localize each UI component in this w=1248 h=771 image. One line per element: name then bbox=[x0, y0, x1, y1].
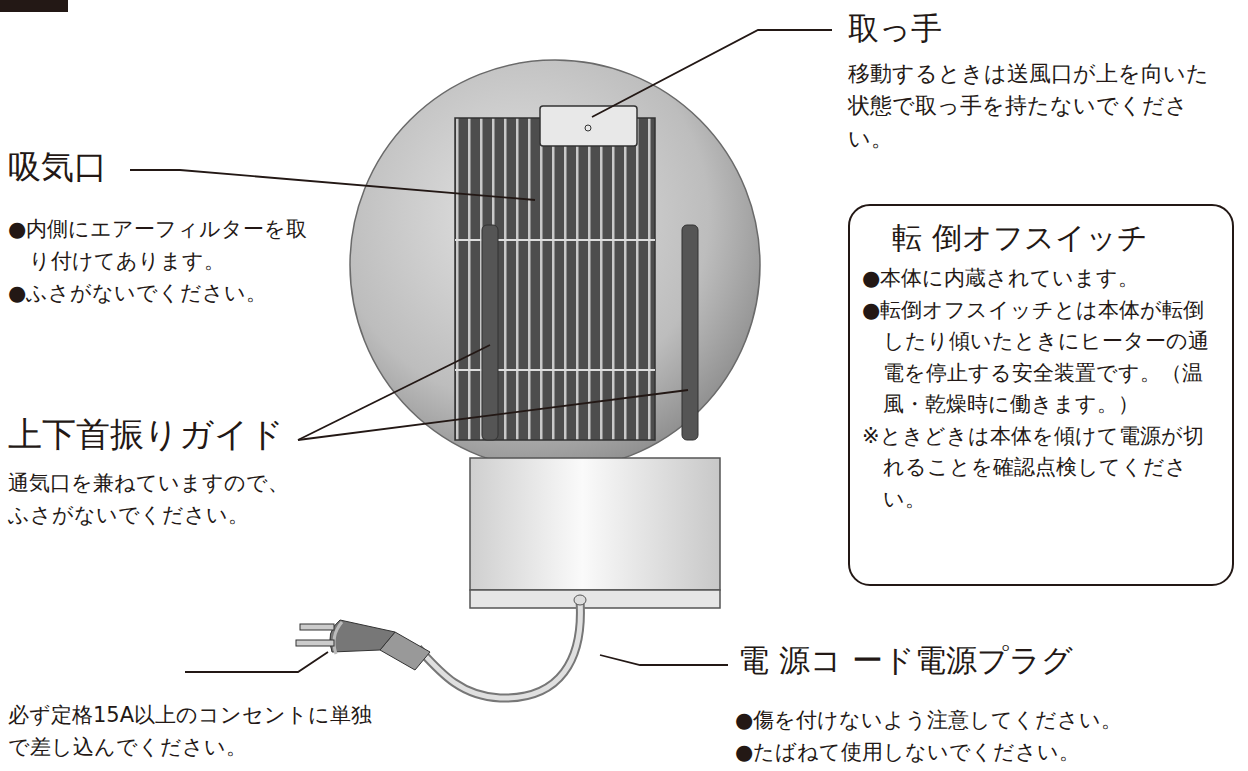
swing-guide bbox=[682, 225, 698, 440]
box-note: ●転倒オフスイッチとは本体が転倒したり傾いたときにヒーターの通電を停止する安全装… bbox=[862, 295, 1222, 421]
base bbox=[470, 458, 720, 590]
globe-body bbox=[350, 60, 760, 470]
power-cord bbox=[418, 600, 580, 698]
intake-grille bbox=[455, 118, 655, 440]
info-box: 転 倒オフスイッチ ●本体に内蔵されています。●転倒オフスイッチとは本体が転倒した… bbox=[848, 204, 1234, 586]
box-note: ※ときどきは本体を傾けて電源が切れることを確認点検してください。 bbox=[862, 421, 1222, 516]
bullet-note: ●ふさがないでください。 bbox=[8, 278, 329, 310]
leader-lines bbox=[130, 30, 832, 672]
bullet-note: ●傷を付けないよう注意してください。 bbox=[735, 705, 1248, 737]
power-plug bbox=[296, 620, 430, 670]
box-title: 転 倒オフスイッチ bbox=[862, 218, 1222, 257]
box-note: ●本体に内蔵されています。 bbox=[862, 263, 1222, 295]
note: 移動するときは送風口が上を向いた状態で取っ手を持たないでください。 bbox=[848, 58, 1218, 155]
note: 通気口を兼ねていますので、ふさがないでください。 bbox=[8, 468, 308, 531]
note: 必ず定格15A以上のコンセントに単独で差し込んでください。 bbox=[8, 700, 388, 763]
bullet-note: ●たばねて使用しないでください。 bbox=[735, 737, 1248, 769]
part-name: 上下首振りガイド bbox=[8, 412, 308, 456]
section-mark bbox=[0, 0, 68, 12]
base-band bbox=[470, 590, 720, 608]
part-name: 電 源コ ード電源プラグ bbox=[738, 640, 1238, 680]
bullet-note: ●内側にエアーフィルターを取り付けてあります。 bbox=[8, 214, 329, 277]
swing-guide bbox=[482, 225, 498, 440]
part-name: 吸気口 bbox=[8, 146, 308, 189]
handle bbox=[540, 106, 637, 146]
part-name: 取っ手 bbox=[848, 8, 1228, 48]
